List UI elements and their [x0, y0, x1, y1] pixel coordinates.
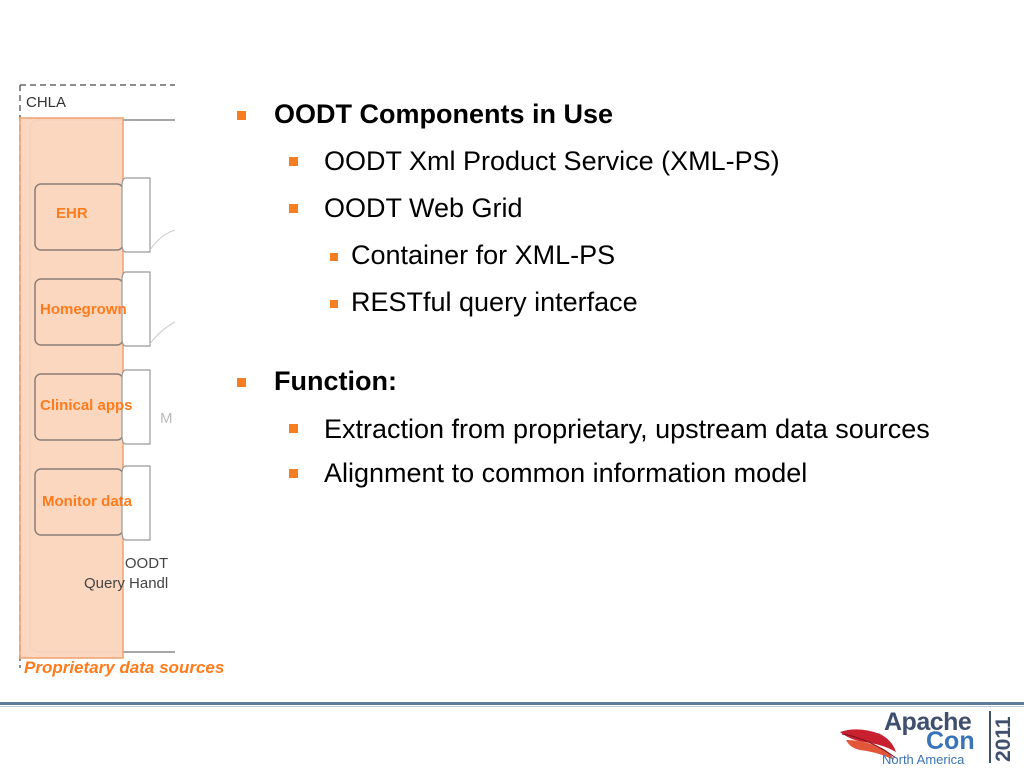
list-item-text: Alignment to common information model: [324, 458, 808, 488]
section-heading: Function:: [236, 365, 996, 397]
feather-icon: [840, 729, 897, 760]
source-label-ehr: EHR: [56, 205, 88, 222]
source-label-homegrown: Homegrown: [40, 301, 127, 318]
footer-divider: [0, 702, 1024, 705]
list-item-text: Extraction from proprietary, upstream da…: [324, 414, 930, 444]
logo-con-text: Con: [926, 727, 975, 755]
logo-region-text: North America: [882, 752, 965, 767]
logo-year-text: 2011: [992, 716, 1015, 762]
query-handler-line2: Query Handl: [84, 575, 169, 592]
list-item-text: OODT Web Grid: [324, 193, 523, 223]
section-heading-text: OODT Components in Use: [274, 99, 614, 129]
footer-divider-light: [0, 706, 1024, 707]
list-item: Alignment to common information model: [236, 457, 996, 489]
sub-list-item: Container for XML-PS: [236, 239, 996, 271]
bullet-marker-icon: [289, 204, 298, 213]
section-heading: OODT Components in Use: [236, 98, 996, 130]
bullet-marker-icon: [289, 157, 298, 166]
list-item: OODT Xml Product Service (XML-PS): [236, 145, 996, 177]
logo-apache-text: Apache: [884, 708, 972, 736]
apachecon-logo: Apache Con North America 2011: [838, 708, 1024, 768]
sub-list-item-text: Container for XML-PS: [351, 240, 616, 270]
bullet-marker-icon: [330, 253, 338, 261]
query-handler-label: OODT Query Handl: [84, 554, 168, 594]
list-item: Extraction from proprietary, upstream da…: [236, 411, 964, 447]
partial-text-fragment: M: [160, 410, 173, 427]
slide-content: OODT Components in Use OODT Xml Product …: [236, 98, 996, 489]
bullet-marker-icon: [237, 378, 246, 387]
source-label-clinical-apps: Clinical apps: [40, 397, 133, 414]
list-item-text: OODT Xml Product Service (XML-PS): [324, 146, 780, 176]
sub-list-item-text: RESTful query interface: [351, 287, 638, 317]
query-handler-line1: OODT: [124, 555, 169, 572]
architecture-diagram: CHLA EHR Homegrown Clinical apps Monitor…: [0, 60, 175, 670]
diagram-caption: Proprietary data sources: [24, 658, 225, 677]
bullet-marker-icon: [237, 111, 246, 120]
list-item: OODT Web Grid: [236, 192, 996, 224]
logo-year-badge: 2011: [989, 711, 1015, 763]
diagram-graphics: [19, 84, 175, 668]
bullet-marker-icon: [289, 424, 298, 433]
bullet-marker-icon: [289, 469, 298, 478]
container-label: CHLA: [26, 94, 67, 111]
bullet-marker-icon: [330, 300, 338, 308]
source-label-monitor-data: Monitor data: [42, 493, 132, 510]
section-heading-text: Function:: [274, 366, 397, 396]
sub-list-item: RESTful query interface: [236, 286, 996, 318]
